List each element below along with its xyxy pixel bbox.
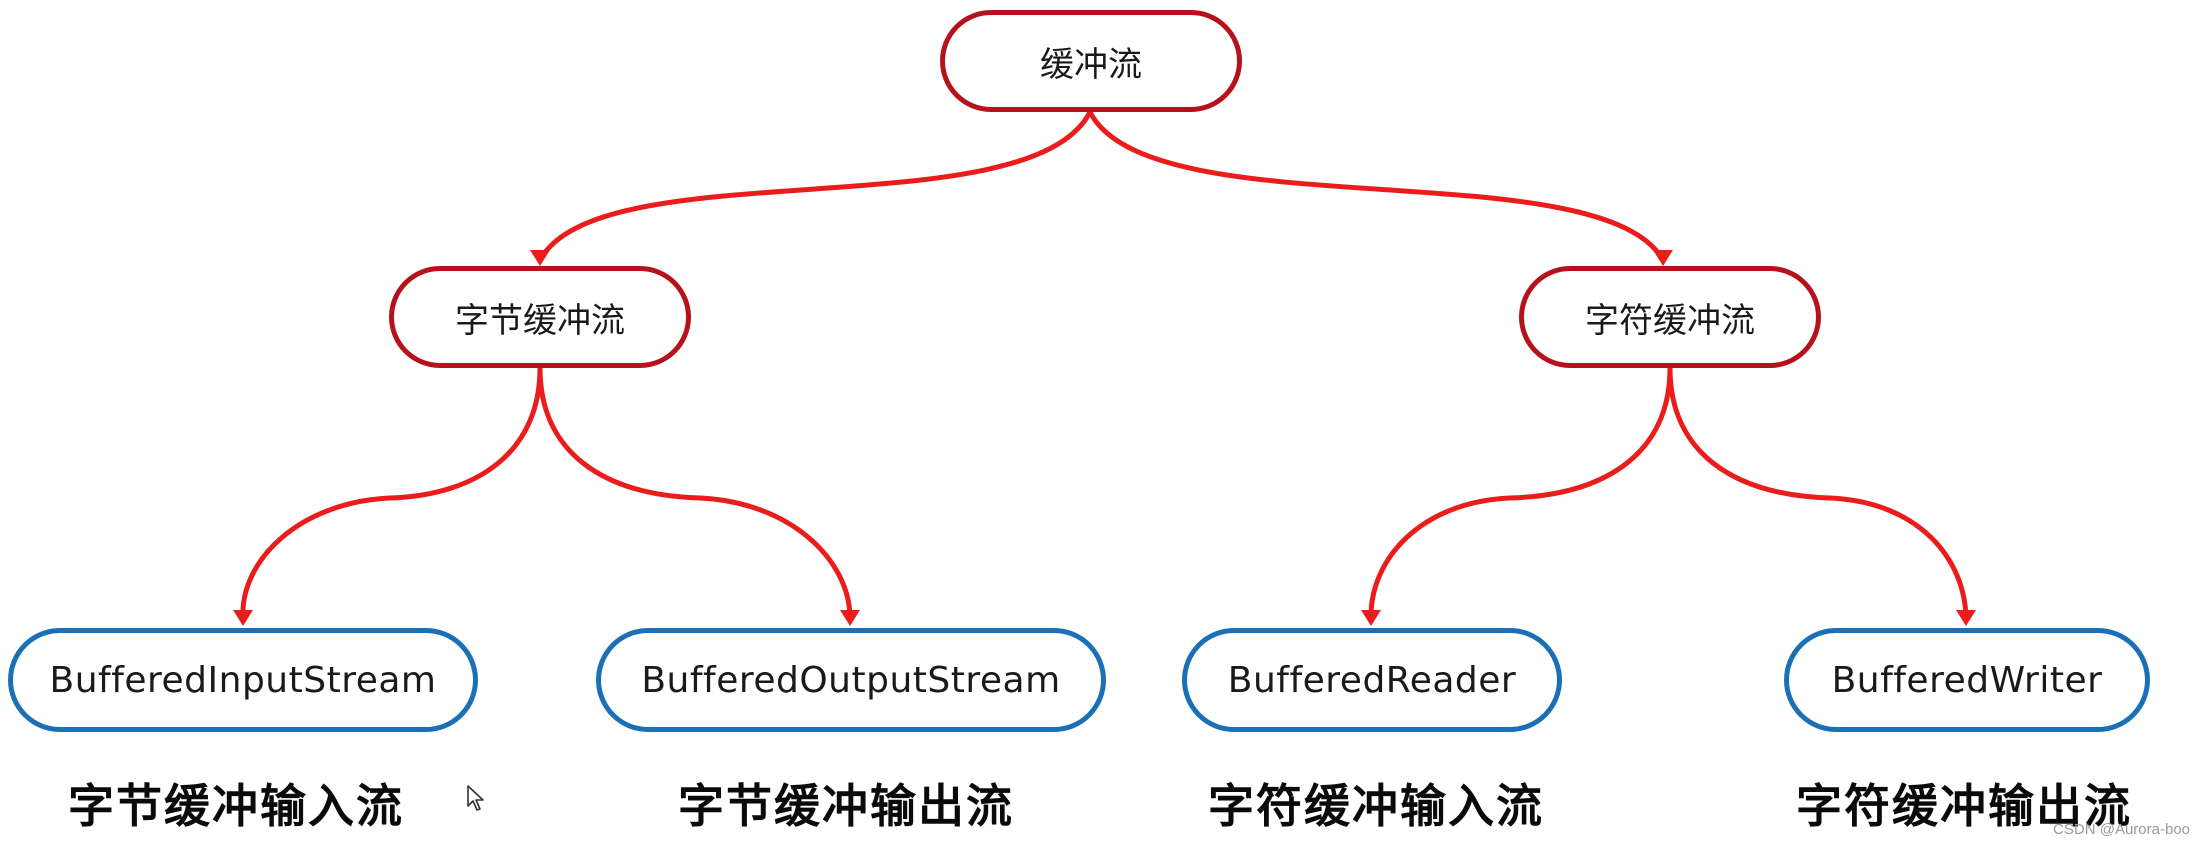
node-char-buffered-stream: 字符缓冲流	[1519, 266, 1821, 368]
edge-char-br	[1368, 367, 1673, 619]
node-buffered-input-stream: BufferedInputStream	[8, 628, 478, 732]
edge-arrowhead	[530, 250, 550, 266]
edge-arrowhead	[1956, 610, 1976, 626]
edge-root-byte	[537, 110, 1093, 262]
node-label: 缓冲流	[1040, 44, 1142, 85]
node-label: BufferedReader	[1227, 659, 1517, 701]
node-buffered-reader: BufferedReader	[1182, 628, 1562, 732]
node-buffered-stream: 缓冲流	[940, 10, 1242, 112]
node-label: 字符缓冲流	[1585, 300, 1755, 341]
node-label: BufferedWriter	[1831, 659, 2103, 701]
edge-byte-bis	[240, 367, 543, 619]
caption-br: 字符缓冲输入流	[1208, 779, 1544, 833]
edge-arrowhead	[233, 610, 253, 626]
edge-root-char	[1087, 110, 1666, 262]
node-label: 字节缓冲流	[455, 300, 625, 341]
node-label: BufferedInputStream	[49, 659, 437, 701]
edge-arrowhead	[1361, 610, 1381, 626]
edge-char-bw	[1667, 367, 1969, 619]
edge-arrowhead	[840, 610, 860, 626]
node-buffered-output-stream: BufferedOutputStream	[596, 628, 1106, 732]
mouse-pointer-icon	[467, 785, 484, 811]
watermark: CSDN @Aurora-boo	[2053, 821, 2190, 838]
node-buffered-writer: BufferedWriter	[1784, 628, 2150, 732]
caption-bis: 字节缓冲输入流	[68, 779, 404, 833]
caption-bos: 字节缓冲输出流	[678, 779, 1014, 833]
node-byte-buffered-stream: 字节缓冲流	[389, 266, 691, 368]
node-label: BufferedOutputStream	[641, 659, 1061, 701]
caption-bw: 字符缓冲输出流	[1796, 779, 2132, 833]
edge-byte-bos	[537, 367, 853, 619]
edge-arrowhead	[1653, 250, 1673, 266]
